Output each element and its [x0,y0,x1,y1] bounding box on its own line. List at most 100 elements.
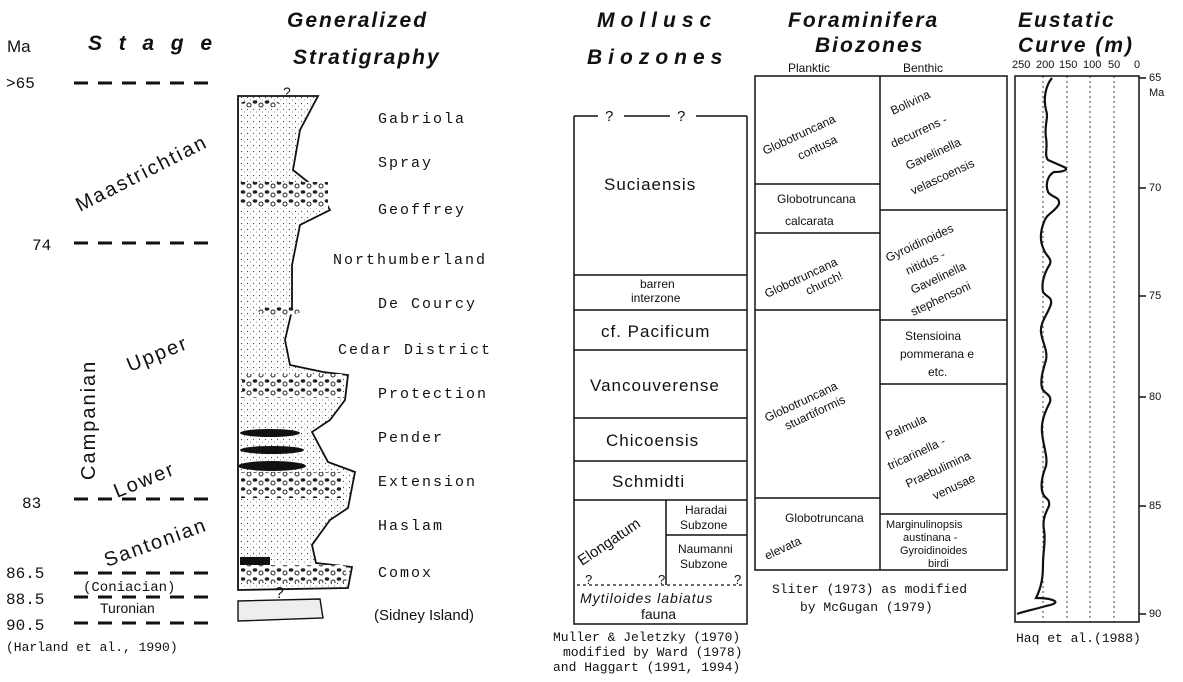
benthic-zone-marginulinopsis: birdi [928,558,949,570]
stage-campanian: Campanian [78,360,100,480]
formation-spray: Spray [378,155,433,172]
mollusc-source: Muller & Jeletzky (1970) [553,630,740,645]
stage-lower: Lower [111,458,179,503]
age-label: >65 [6,75,35,93]
x-tick-label: 150 [1059,59,1077,71]
stratigraphy-header-line2: Stratigraphy [293,46,441,69]
sea-level-curve [1017,78,1066,614]
subzone-naumanni-label: Subzone [680,557,728,571]
mollusc-source: modified by Ward (1978) [563,645,742,660]
mollusc-question-mark: ? [585,572,592,587]
x-tick-label: 50 [1108,59,1120,71]
planktic-label: Planktic [788,61,830,75]
subzone-haradai: Haradai [685,503,727,517]
formation-haslam: Haslam [378,518,444,535]
age-label: 74 [32,237,51,255]
zone-suciaensis: Suciaensis [604,175,696,194]
benthic-zone-palmula: Palmula [883,412,929,443]
formation-names: Gabriola Spray Geoffrey Northumberland D… [333,111,492,624]
foram-source: by McGugan (1979) [800,600,933,615]
conglomerate-bed [240,182,328,208]
formation-cedar-district: Cedar District [338,342,492,359]
column-question-mark: ? [275,585,284,602]
age-label: 90.5 [6,617,44,635]
sidney-island-unit [238,599,323,621]
coal-lens [240,429,300,437]
formation-de-courcy: De Courcy [378,296,477,313]
zone-elongatum: Elongatum [575,515,644,569]
formation-protection: Protection [378,386,488,403]
eustatic-frame [1015,76,1139,622]
benthic-zone-stensioina: etc. [928,365,947,379]
benthic-zone-bolivina: Bolivina [888,87,932,118]
formation-sidney-island: (Sidney Island) [374,607,474,624]
mollusc-header-line2: Biozones [587,46,728,69]
y-tick-label: 90 [1149,608,1161,620]
mollusc-source: and Haggart (1991, 1994) [553,660,740,675]
planktic-zone-elevata: Globotruncana [785,511,864,525]
subzone-naumanni: Naumanni [678,542,733,556]
zone-interzone: interzone [631,291,681,305]
x-tick-label: 250 [1012,59,1030,71]
eustatic-curve-panel: 250 200 150 100 50 0 65 Ma 70 75 80 85 9… [1012,59,1165,646]
eustatic-header-line2: Curve (m) [1018,34,1134,57]
subzone-haradai-label: Subzone [680,518,728,532]
zone-vancouverense: Vancouverense [590,376,720,395]
formation-northumberland: Northumberland [333,252,487,269]
y-tick-label: 80 [1149,391,1161,403]
formation-extension: Extension [378,474,477,491]
stage-upper: Upper [124,332,192,377]
formation-gabriola: Gabriola [378,111,466,128]
stage-maastrichtian: Maastrichtian [72,131,211,216]
foram-header-line2: Biozones [815,34,924,57]
conglomerate-bed [242,374,342,398]
lens-bed [258,307,302,315]
benthic-zone-marginulinopsis: austinana - [903,532,958,544]
stage-header: Stage [88,32,218,55]
zone-schmidti: Schmidti [612,472,685,491]
coal-lens [240,446,304,454]
y-tick-label: 85 [1149,500,1161,512]
benthic-zone-marginulinopsis: Gyroidinoides [900,545,968,557]
planktic-zone-calcarata-species: calcarata [785,214,834,228]
age-label: 88.5 [6,591,44,609]
benthic-zone-marginulinopsis: Marginulinopsis [886,519,963,531]
benthic-zone-stensioina: Stensioina [905,329,961,343]
eustatic-header-line1: Eustatic [1018,9,1116,32]
formation-comox: Comox [378,565,433,582]
y-tick-label: 70 [1149,182,1161,194]
y-unit-label: Ma [1149,87,1165,99]
formation-geoffrey: Geoffrey [378,202,466,219]
stratigraphy-header-line1: Generalized [287,9,428,32]
zone-barren: barren [640,277,675,291]
ma-header: Ma [7,37,31,56]
age-label: 83 [22,495,41,513]
mollusc-question-mark: ? [658,572,665,587]
planktic-zone-calcarata: Globotruncana [777,192,856,206]
formation-pender: Pender [378,430,444,447]
eustatic-source: Haq et al.(1988) [1016,631,1141,646]
foram-box-outline [755,76,1007,570]
conglomerate-bed [241,472,341,498]
zone-cf-pacificum: cf. Pacificum [601,322,710,341]
x-tick-label: 0 [1134,59,1140,71]
planktic-zone-elevata-species: elevata [762,534,803,563]
zone-chicoensis: Chicoensis [606,431,699,450]
zone-fauna: fauna [641,606,676,622]
foraminifera-biozone-table: Globotruncana contusa Globotruncana calc… [755,76,1007,615]
foram-source: Sliter (1973) as modified [772,582,967,597]
column-question-mark: ? [283,84,291,100]
y-tick-label: 75 [1149,290,1161,302]
stage-source: (Harland et al., 1990) [6,640,178,655]
conglomerate-bed [241,565,346,583]
benthic-zone-stensioina: pommerana e [900,347,974,361]
coal-lens [238,461,306,471]
mollusc-question-mark: ? [605,108,613,125]
stage-coniacian: (Coniacian) [83,580,175,596]
mollusc-header-line1: Mollusc [597,9,717,32]
lens-bed [240,100,280,108]
age-label: 86.5 [6,565,44,583]
stage-turonian: Turonian [100,600,155,616]
mollusc-biozone-column: ? ? ? ? ? Suciaensis barren interzone cf… [553,108,747,675]
